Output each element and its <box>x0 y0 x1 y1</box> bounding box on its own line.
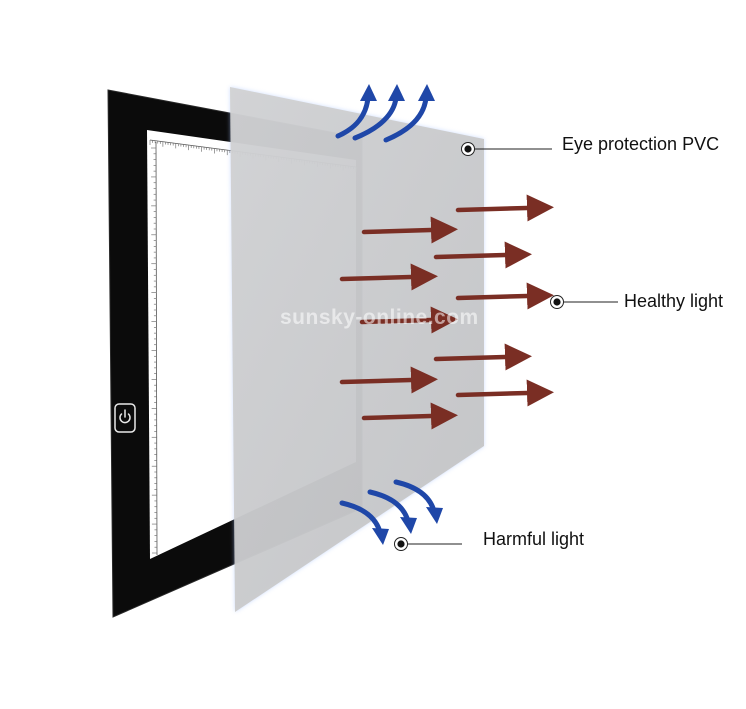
power-button[interactable] <box>114 403 136 433</box>
healthy-arrow <box>339 263 438 291</box>
healthy-arrow <box>455 282 554 310</box>
power-icon <box>119 409 131 424</box>
label-eye-protection-pvc: Eye protection PVC <box>562 134 720 154</box>
harmful-arrowheads-top <box>360 84 435 101</box>
healthy-light-arrows <box>339 194 554 430</box>
left-ruler <box>151 141 158 556</box>
harmful-arrow <box>383 95 429 143</box>
harmful-arrowheads-bottom <box>372 507 443 545</box>
label-healthy-light: Healthy light <box>624 291 724 311</box>
healthy-arrow <box>433 241 532 269</box>
healthy-arrow <box>455 379 554 407</box>
healthy-arrow <box>361 216 458 244</box>
harmful-light-arrows-top <box>335 95 429 143</box>
healthy-arrow <box>455 194 554 222</box>
callout-harmful-light <box>394 537 462 551</box>
harmful-arrow <box>352 95 399 141</box>
healthy-arrow <box>433 343 532 371</box>
healthy-arrow <box>361 402 458 430</box>
watermark: sunsky-online.com <box>280 306 479 329</box>
callout-eye-protection <box>461 142 552 156</box>
pvc-sheet <box>230 87 484 612</box>
harmful-arrow <box>335 95 371 139</box>
callout-healthy-light <box>550 295 618 309</box>
label-harmful-light: Harmful light <box>483 529 585 549</box>
healthy-arrow <box>359 306 458 334</box>
healthy-arrow <box>339 366 438 394</box>
